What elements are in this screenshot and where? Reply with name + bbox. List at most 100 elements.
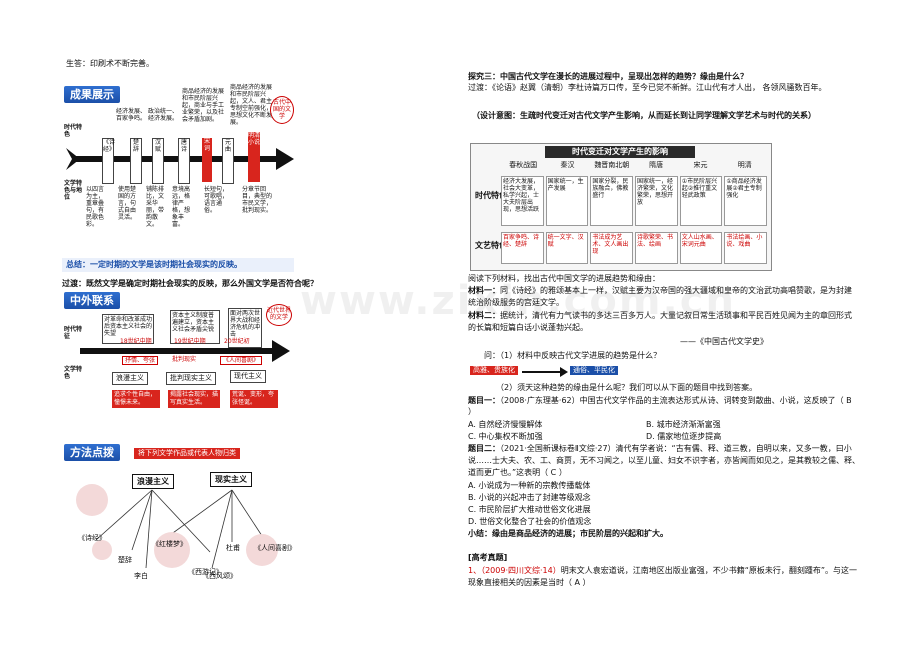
table-header-row: 春秋战国 秦汉 魏晋南北朝 隋唐 宋元 明清 [501, 160, 767, 172]
q3-title: 探究三：中国古代文学在漫长的进展过程中，呈现出怎样的趋势？缘由是什么？ [468, 72, 748, 81]
movement-label: 批判现实主义 [166, 372, 216, 385]
timeline-sub: 《人间喜剧》 [220, 356, 263, 365]
table-cell: ①市民阶层兴起②推行重文轻武政策 [679, 176, 723, 226]
trend-arrow-icon [560, 367, 568, 377]
era-box: 面对两次世界大战和经济危机的冲击 [228, 308, 262, 348]
table-col-header: 春秋战国 [509, 161, 538, 169]
row-era-label: 时代特征 [64, 326, 83, 340]
material-2-text: 据统计，清代有力气读书的多达三百多万人。大量记叙日常生活琐事和平民百姓见闻为主的… [468, 311, 852, 332]
trend-arrow-line [522, 371, 562, 373]
work-item: 楚辞 [118, 556, 132, 564]
work-item: 《诗经》 [78, 534, 106, 542]
influence-table: 时代变迁对文学产生的影响 春秋战国 秦汉 魏晋南北朝 隋唐 宋元 明清 时代特色… [470, 143, 772, 271]
topic-1-text: （2008·广东理基·62）中国古代文学作品的主流表达形式从诗、词转变到散曲、小… [468, 396, 852, 416]
row-lit-label: 文学特色 [64, 366, 83, 380]
table-row2: 百家争鸣、诗经、楚辞 统一文字、汉赋 书法成为艺术、文人画出现 诗歌繁荣、书法、… [501, 232, 768, 264]
table-col-header: 明清 [737, 161, 752, 169]
timeline-label: 19世纪中期 [174, 338, 206, 345]
watermark: www.zixin.com.cn [300, 278, 736, 324]
table-col-header: 宋元 [693, 161, 708, 169]
row1-label: 时代特色 [475, 191, 507, 200]
timeline-label: 18世纪中期 [120, 338, 152, 345]
china-literature-badge: 古代中国的文学 [270, 96, 294, 124]
timeline-sub: 抒情、夸张 [122, 356, 159, 365]
era-box: 元曲 [222, 138, 234, 184]
table-cell: 书法成为艺术、文人画出现 [590, 232, 634, 264]
era-box-highlight: 宋词 [202, 138, 212, 182]
timeline-bar [80, 348, 276, 354]
exam-question: 1、（2009·四川文综·14）明末文人袁宏道说，江南地区出版业富强，不少书籍“… [468, 565, 860, 589]
work-item: 《西风颂》 [202, 572, 237, 580]
table-cell: 经济大发展，社会大变革，私学兴起，士大夫阶层出现，思想活跃 [501, 176, 544, 226]
question-1: 问：（1）材料中反映古代文学进展的趋势是什么？ [484, 351, 662, 360]
timeline-arrowhead-icon [276, 148, 294, 170]
table-row1: 经济大发展，社会大变革，私学兴起，士大夫阶层出现，思想活跃 国家统一，生产发展 … [501, 176, 768, 226]
trend-from: 高雅、贵族化 [470, 366, 518, 375]
table-title: 时代变迁对文学产生的影响 [545, 146, 695, 158]
era-box: 资本主义制度普遍建立，资本主义社会矛盾尖锐 [170, 310, 220, 344]
movement-note: 追求个性自由，憧憬未来。 [112, 390, 160, 408]
lit-note: 使用楚国的方言，句式自由灵活。 [118, 186, 137, 221]
material-2-label: 材料二： [468, 311, 500, 320]
topic-1-option: B. 城市经济渐渐富强 [646, 420, 721, 429]
era-box: 对革命和改革成功后资本主义社会的失望 [102, 314, 154, 344]
left-top-text: 生答：印刷术不断完善。 [66, 59, 154, 68]
exam-question-text: 明末文人袁宏道说，江南地区出版业富强，不少书籍“原板未行，翻刻踵布”。与这一现象… [468, 566, 858, 587]
world-literature-badge: 近代世界的文学 [266, 304, 292, 326]
question-2: （2）须天这种趋势的缘由是什么呢？我们可以从下面的题目中找到答案。 [496, 383, 758, 392]
era-note: 商品经济的发展和市民阶层兴起，文人、君主专制空前强化，思想文化不断发展。 [230, 84, 273, 126]
table-col-header: 隋唐 [649, 161, 664, 169]
topic-2-option: C. 市民阶层扩大推动世俗文化进展 [468, 505, 591, 514]
material-2: 材料二：据统计，清代有力气读书的多达三百多万人。大量记叙日常生活琐事和平民百姓见… [468, 310, 858, 334]
timeline-tail-icon [66, 148, 80, 170]
topic-2: 题目二：（2021·全国新课标卷Ⅱ文综·27）清代有学者说：“古有儒、释、道三教… [468, 443, 860, 479]
table-cell: 统一文字、汉赋 [545, 232, 589, 264]
material-source: ——《中国古代文学史》 [680, 337, 768, 346]
achievements-header: 成果展示 [64, 86, 120, 103]
summary: 小结：缘由是商品经济的进展；市民阶层的兴起和扩大。 [468, 529, 668, 538]
table-cell: 百家争鸣、诗经、楚辞 [501, 232, 544, 264]
material-1: 材料一：同《诗经》的雅颂基本上一样，汉赋主要为汉帝国的强大疆域和皇帝的文治武功高… [468, 285, 858, 309]
topic-1-option: C. 中心集权不断加强 [468, 432, 543, 441]
method-panel: 方法点拨 将下列文学作品或代表人物归类 浪漫主义 现实主义 《诗经》 楚辞 李白… [62, 440, 296, 610]
row-lit-label: 文学特色与地位 [64, 180, 83, 201]
row-era-label: 时代特色 [64, 124, 83, 138]
section1-summary: 总结：一定时期的文学是该时期社会现实的反映。 [62, 258, 294, 272]
work-item: 《西游记》 [188, 568, 223, 576]
design-intent: （设计意图：生疏时代变迁对古代文学产生影响，从而延长到让同学理解文学艺术与时代的… [472, 111, 816, 120]
era-box: 《诗经》 [102, 138, 115, 184]
era-note: 商品经济的发展和市民阶层兴起，商业与手工业繁荣，以及社会矛盾加剧。 [182, 88, 225, 123]
achievements-panel: 成果展示 时代特色 文学特色与地位 经济发展、百家争鸣。 政治统一、经济发展。 … [62, 78, 294, 274]
connections-header: 中外联系 [64, 292, 120, 309]
movement-note: 荒诞、变形，夸张怪诞。 [230, 390, 278, 408]
topic-2-option: A. 小说成为一种新的宗教传播载体 [468, 481, 591, 490]
topic-2-option: B. 小说的兴起冲击了封建等级观念 [468, 493, 591, 502]
table-col-header: 魏晋南北朝 [594, 161, 630, 169]
work-item: 《人间喜剧》 [254, 544, 296, 552]
era-note: 经济发展、百家争鸣。 [116, 108, 147, 122]
table-cell: 诗歌繁荣、书法、绘画 [635, 232, 678, 264]
method-prompt: 将下列文学作品或代表人物归类 [134, 448, 240, 459]
movement-label: 现代主义 [230, 370, 266, 383]
transition-text: 过渡：既然文学是确定时期社会现实的反映，那么外国文学是否符合呢？ [62, 279, 318, 288]
table-cell: 国家统一，经济繁荣，文化繁荣，思想开放 [635, 176, 678, 226]
lit-note: 分章节回目，典型的市民文学，批判现实。 [242, 186, 273, 214]
topic-2-option: D. 世俗文化整合了社会的价值观念 [468, 517, 592, 526]
material-1-label: 材料一： [468, 286, 500, 295]
realist-label: 现实主义 [210, 472, 252, 487]
connections-panel: 中外联系 时代特征 文学特色 对革命和改革成功后资本主义社会的失望 资本主义制度… [62, 290, 294, 430]
row2-label: 文艺特色 [475, 241, 507, 250]
table-cell: 文人山水画、宋词元曲 [679, 232, 723, 264]
exam-question-number: 1、（2009·四川文综·14） [468, 566, 561, 575]
movement-note: 揭露社会现实，描写真实生活。 [168, 390, 220, 408]
table-cell: 书法绘画、小说、戏曲 [724, 232, 768, 264]
read-intro: 阅读下列材料，找出古代中国文学的进展趋势和缘由： [468, 274, 660, 283]
lit-note: 铺陈排比，文采华丽，带韵散文。 [146, 186, 165, 228]
topic-1-option: D. 儒家地位逐步提高 [646, 432, 722, 441]
q3-intro: 过渡：《论语》赵翼（清朝）李杜诗篇万口传，至今已觉不新鲜。江山代有才人出， 各领… [468, 83, 827, 92]
topic-2-text: （2021·全国新课标卷Ⅱ文综·27）清代有学者说：“古有儒、释、道三教，自明以… [468, 444, 860, 477]
table-cell: ①商品经济发展②君主专制强化 [724, 176, 768, 226]
era-note: 政治统一、经济发展。 [148, 108, 179, 122]
lit-note: 以四言为主，重章叠句，有民歌色彩。 [86, 186, 105, 228]
table-cell: 国家分裂，民族融合，佛教盛行 [590, 176, 634, 226]
